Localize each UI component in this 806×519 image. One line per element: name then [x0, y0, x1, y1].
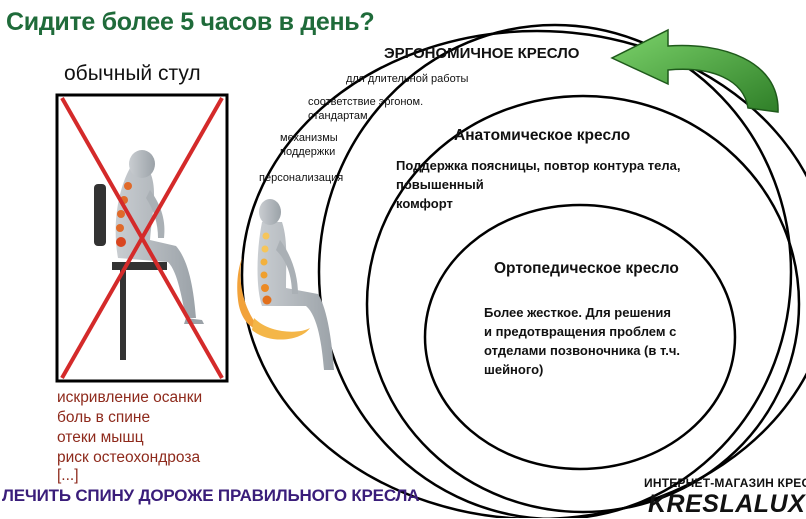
- orthopedic-description: шейного): [484, 362, 544, 377]
- outer-arc: [317, 23, 793, 518]
- orthopedic-title: Ортопедическое кресло: [494, 260, 679, 277]
- ergonomic-feature: для длительной работы: [346, 73, 469, 85]
- cross-icon: [60, 97, 224, 379]
- ergonomic-title: ЭРГОНОМИЧНОЕ КРЕСЛО: [384, 45, 580, 62]
- upright-figure-icon: [237, 199, 334, 370]
- anatomical-ellipse: [365, 94, 801, 514]
- green-arrow-icon: [610, 28, 779, 113]
- slogan: ЛЕЧИТЬ СПИНУ ДОРОЖЕ ПРАВИЛЬНОГО КРЕСЛА: [2, 486, 420, 505]
- anatomical-description: Поддержка поясницы, повтор контура тела,: [396, 158, 681, 173]
- ergonomic-ellipse: [240, 29, 806, 518]
- ergonomic-feature: механизмы: [280, 132, 338, 144]
- problem-item: боль в спине: [57, 409, 151, 426]
- ergonomic-feature: стандартам: [308, 110, 368, 122]
- orthopedic-description: и предотвращения проблем с: [484, 324, 677, 339]
- anatomical-title: Анатомическое кресло: [454, 127, 631, 144]
- problem-item: отеки мышц: [57, 429, 144, 446]
- headline: Сидите более 5 часов в день?: [6, 8, 375, 36]
- ergonomic-feature: персонализация: [259, 172, 344, 184]
- anatomical-description: повышенный: [396, 177, 484, 192]
- problem-item: риск остеохондроза: [57, 449, 201, 466]
- regular-chair-label: обычный стул: [64, 62, 201, 85]
- brand-logo: KRESLALUX: [648, 490, 806, 518]
- orthopedic-description: Более жесткое. Для решения: [484, 305, 671, 320]
- anatomical-description: комфорт: [396, 196, 453, 211]
- problem-item: искривление осанки: [57, 389, 203, 406]
- slouching-figure-icon: [94, 150, 204, 360]
- ergonomic-feature: поддержки: [280, 146, 336, 158]
- brand-tagline: ИНТЕРНЕТ-МАГАЗИН КРЕСЕЛ: [644, 476, 806, 490]
- orthopedic-description: отделами позвоночника (в т.ч.: [484, 343, 680, 358]
- problem-item: [...]: [57, 467, 79, 484]
- ergonomic-feature: соответствие эргоном.: [308, 96, 424, 108]
- orthopedic-ellipse: [423, 203, 737, 471]
